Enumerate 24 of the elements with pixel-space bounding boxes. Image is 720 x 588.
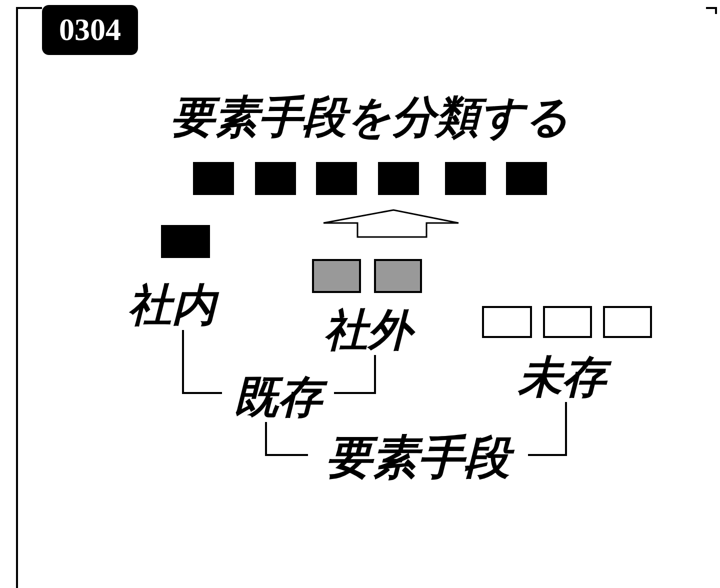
square-block [506, 162, 547, 195]
square-block [255, 162, 296, 195]
square-block [543, 306, 592, 338]
square-block [603, 306, 652, 338]
category-label: 社外 [312, 305, 424, 355]
square-block [161, 225, 210, 258]
square-block [378, 162, 419, 195]
bracket-connector [528, 402, 567, 456]
square-block [374, 259, 422, 293]
bracket-connector [334, 355, 376, 394]
square-block [316, 162, 357, 195]
figure-number: 0304 [42, 5, 138, 55]
bracket-connector [182, 330, 222, 394]
block-arrow [322, 209, 460, 238]
square-block [482, 306, 532, 338]
square-block [312, 259, 361, 293]
title: 要素手段を分類する [170, 91, 570, 145]
category-label: 既存 [222, 372, 334, 422]
category-label: 社内 [116, 280, 228, 330]
category-label: 未存 [506, 352, 618, 402]
square-block [193, 162, 234, 195]
square-block [445, 162, 486, 195]
category-label: 要素手段 [308, 430, 528, 486]
bracket-connector [265, 422, 308, 456]
